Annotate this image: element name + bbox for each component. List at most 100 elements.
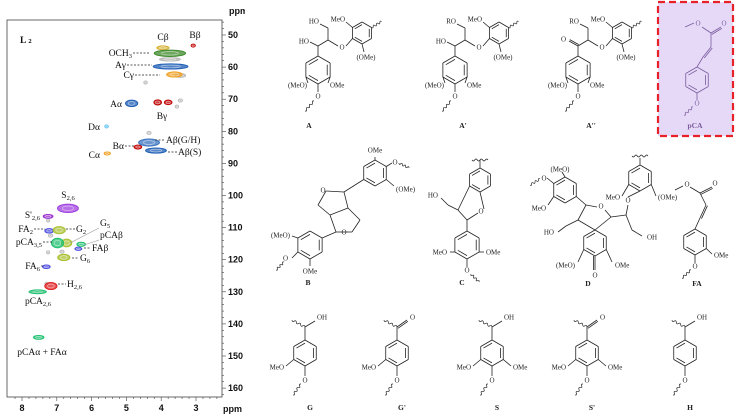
atom-label: (MeO) [425, 82, 445, 90]
bond [482, 21, 490, 28]
atom-label: OMe [615, 262, 629, 270]
ring-bond [628, 184, 641, 192]
ring-bond [498, 38, 509, 45]
ring-double-bond [388, 357, 398, 364]
bond [466, 212, 479, 221]
peak-label: Dα [88, 123, 100, 133]
ring-bond [352, 21, 363, 28]
wavy-bond-icon [573, 319, 588, 328]
ring-double-bond [354, 36, 363, 42]
cross-peak [174, 104, 180, 109]
atom-label: MeO [532, 205, 546, 213]
y-tick-label: 70 [228, 94, 238, 104]
ring-bond [489, 38, 500, 45]
atom-label: MeO [362, 364, 376, 372]
ring-double-bond [445, 74, 456, 81]
ring-bond [304, 359, 317, 367]
y-tick-label: 130 [228, 287, 243, 297]
ring-double-bond [483, 357, 493, 364]
ring-bond [594, 229, 607, 237]
atom-label: HO [309, 18, 319, 26]
bond [503, 359, 512, 367]
atom-label: OH [317, 314, 327, 322]
ring-double-bond [586, 232, 596, 239]
atom-label: O [315, 93, 320, 101]
ring-double-bond [578, 357, 588, 364]
atom-label: OMe [486, 249, 500, 257]
y-tick-label: 120 [228, 255, 243, 265]
ring-bond [454, 251, 468, 260]
cross-peak [143, 80, 148, 85]
double-bond [699, 204, 707, 219]
wavy-bond-icon [683, 106, 694, 116]
bond [577, 219, 596, 231]
ring-bond [565, 76, 579, 85]
wavy-bond-icon [631, 20, 642, 29]
ring-bond [480, 339, 493, 347]
bond [579, 23, 589, 29]
ring-bond [385, 339, 398, 347]
atom-label: HO [299, 38, 309, 46]
atom-label: MeO [552, 364, 566, 372]
bond [585, 204, 598, 208]
wavy-bond-icon [275, 261, 285, 271]
cross-peak [166, 71, 183, 78]
bond [329, 207, 349, 216]
wavy-bond-icon [564, 100, 575, 112]
atom-label: RO [569, 18, 579, 26]
cross-peak [177, 98, 183, 103]
ring-bond [696, 66, 709, 74]
bond [325, 190, 345, 193]
double-bond [587, 320, 599, 329]
bond [561, 171, 566, 178]
ring-bond [583, 229, 596, 237]
peak-label: G5 [100, 219, 110, 230]
ring-bond [479, 167, 491, 175]
bond [604, 209, 612, 218]
bond [327, 76, 331, 84]
ring-bond [594, 249, 607, 257]
peak-label: Aγ [115, 61, 126, 71]
ring-double-bond [614, 36, 623, 42]
double-bond [701, 205, 708, 219]
ring-double-bond [556, 194, 566, 201]
ring-bond [694, 248, 707, 256]
ring-bond [317, 76, 331, 85]
y-tick-label: 100 [228, 191, 243, 201]
bond [321, 231, 337, 239]
double-bond [702, 46, 712, 58]
atom-label: OH [504, 314, 514, 322]
ring-double-bond [354, 24, 363, 30]
ring-bond [639, 184, 652, 192]
wavy-bond-icon [291, 319, 306, 328]
peak-label: FAβ [92, 244, 108, 254]
bond [305, 76, 309, 84]
ring-double-bond [296, 357, 306, 364]
bond [699, 192, 707, 206]
atom-label: RO [446, 18, 456, 26]
double-bond [396, 319, 408, 328]
atom-label: O [302, 377, 307, 385]
peak-label: FA2 [18, 225, 33, 236]
cross-peak [104, 124, 109, 129]
atom-label: HO [544, 229, 554, 237]
atom-label: O [320, 187, 325, 195]
x-tick-label: 4 [159, 403, 164, 413]
wavy-bond-icon [529, 178, 541, 186]
ring-bond [363, 159, 376, 167]
cross-peak [76, 241, 87, 247]
bond [650, 184, 657, 197]
ring-bond [498, 21, 509, 28]
wavy-bond-icon [681, 269, 692, 279]
atom-label: O [599, 44, 604, 52]
cross-peak [153, 99, 163, 106]
structure-caption: FA [692, 279, 702, 288]
peak-label: G6 [80, 254, 91, 265]
atom-label: OMe [467, 82, 481, 90]
bond [605, 38, 613, 47]
ring-bond [684, 359, 697, 367]
bond [343, 191, 349, 209]
label-leader [69, 227, 100, 244]
peak-label: G2 [76, 225, 86, 236]
structure-caption: A'' [586, 121, 596, 130]
